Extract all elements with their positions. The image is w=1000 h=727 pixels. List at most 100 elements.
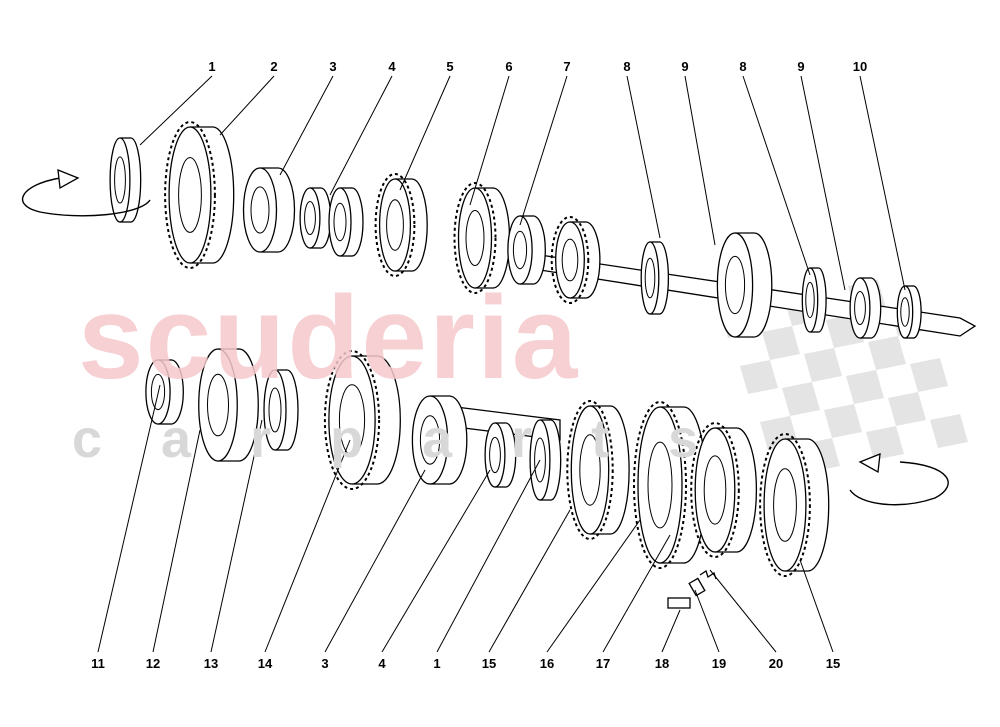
- arrowhead: [858, 452, 881, 474]
- part-bore: [178, 157, 202, 233]
- part-face: [457, 187, 493, 289]
- part-face: [763, 438, 807, 572]
- callout-label: 11: [91, 656, 105, 671]
- part-bore: [419, 415, 441, 465]
- gear-teeth: [633, 401, 687, 569]
- flag-square: [762, 326, 800, 360]
- ring-part: [801, 267, 827, 333]
- part-face: [328, 187, 352, 257]
- callout-label: 12: [146, 656, 160, 671]
- callout-label: 16: [540, 656, 554, 671]
- part-face: [694, 427, 736, 553]
- callout-label: 19: [712, 656, 726, 671]
- part-face: [411, 395, 449, 485]
- callout-label: 8: [623, 59, 630, 74]
- sleeve-part: [328, 187, 364, 257]
- ring-part: [640, 241, 670, 315]
- part-bore: [900, 297, 910, 327]
- sleeve-part: [411, 395, 468, 485]
- leader-line: [264, 439, 351, 653]
- part-face: [109, 137, 131, 223]
- part-face: [168, 126, 212, 264]
- part-bore: [250, 186, 270, 234]
- part-bore: [465, 210, 485, 266]
- flag-square: [910, 358, 948, 392]
- part-bore: [489, 436, 501, 474]
- part-face: [570, 405, 610, 535]
- part-face: [299, 187, 321, 249]
- callout-label: 3: [321, 656, 328, 671]
- callout-label: 10: [853, 59, 867, 74]
- gear-teeth: [164, 121, 216, 269]
- detent-ball: [688, 577, 706, 597]
- part-bore: [579, 434, 601, 506]
- callout-label: 7: [563, 59, 570, 74]
- gear-teeth: [323, 350, 381, 490]
- callout-label: 3: [329, 59, 336, 74]
- part-face: [637, 406, 683, 564]
- gear-part: [759, 433, 830, 577]
- ring-part: [263, 369, 299, 451]
- leader-line: [399, 75, 451, 191]
- gear-part: [690, 422, 758, 558]
- part-bore: [647, 441, 673, 529]
- bearing-part: [198, 348, 259, 462]
- leader-line: [800, 75, 846, 291]
- leader-line: [602, 534, 671, 653]
- gear-part: [453, 182, 511, 294]
- part-bore: [512, 230, 528, 270]
- flag-square: [804, 348, 842, 382]
- part-bore: [561, 238, 579, 282]
- leader-line: [210, 419, 263, 653]
- rotation-arrow-top: [21, 177, 151, 217]
- flag-square: [846, 370, 884, 404]
- part-bore: [304, 201, 316, 235]
- leader-line: [381, 469, 491, 653]
- gear-teeth: [759, 433, 811, 577]
- part-bore: [805, 281, 815, 319]
- callout-label: 15: [482, 656, 496, 671]
- flag-square: [740, 360, 778, 394]
- leader-line: [488, 509, 571, 653]
- part-face: [198, 348, 238, 462]
- nut-part: [145, 359, 184, 425]
- flag-square: [868, 336, 906, 370]
- callout-label: 15: [826, 656, 840, 671]
- callout-label: 1: [433, 656, 440, 671]
- parts: [21, 121, 977, 609]
- leader-line: [661, 609, 681, 653]
- leader-line: [684, 75, 716, 246]
- rotation-arrow-bottom: [849, 461, 949, 506]
- part-face: [896, 285, 914, 339]
- part-bore: [114, 156, 126, 204]
- callout-label: 5: [446, 59, 453, 74]
- leader-line: [139, 75, 213, 146]
- flag-square: [930, 414, 968, 448]
- gear-part: [550, 216, 601, 304]
- bearing-part: [716, 232, 773, 338]
- flag-square: [824, 404, 862, 438]
- callout-label: 8: [739, 59, 746, 74]
- gear-teeth: [690, 422, 740, 558]
- part-bore: [773, 468, 797, 542]
- part-face: [242, 167, 278, 253]
- leader-line: [324, 469, 426, 653]
- part-face: [378, 178, 412, 272]
- gear-part: [566, 400, 630, 540]
- part-bore: [534, 437, 546, 483]
- part-bore: [207, 373, 229, 437]
- gear-teeth: [566, 400, 614, 540]
- part-bore: [854, 291, 866, 325]
- leader-line: [709, 569, 777, 653]
- spring: [699, 569, 717, 580]
- callout-label: 17: [596, 656, 610, 671]
- part-bore: [724, 255, 746, 315]
- callout-label: 13: [204, 656, 218, 671]
- arrowhead: [57, 168, 80, 190]
- leader-line: [329, 75, 393, 196]
- bearing-part: [299, 187, 332, 249]
- callout-label: 20: [769, 656, 783, 671]
- part-bore: [644, 257, 656, 299]
